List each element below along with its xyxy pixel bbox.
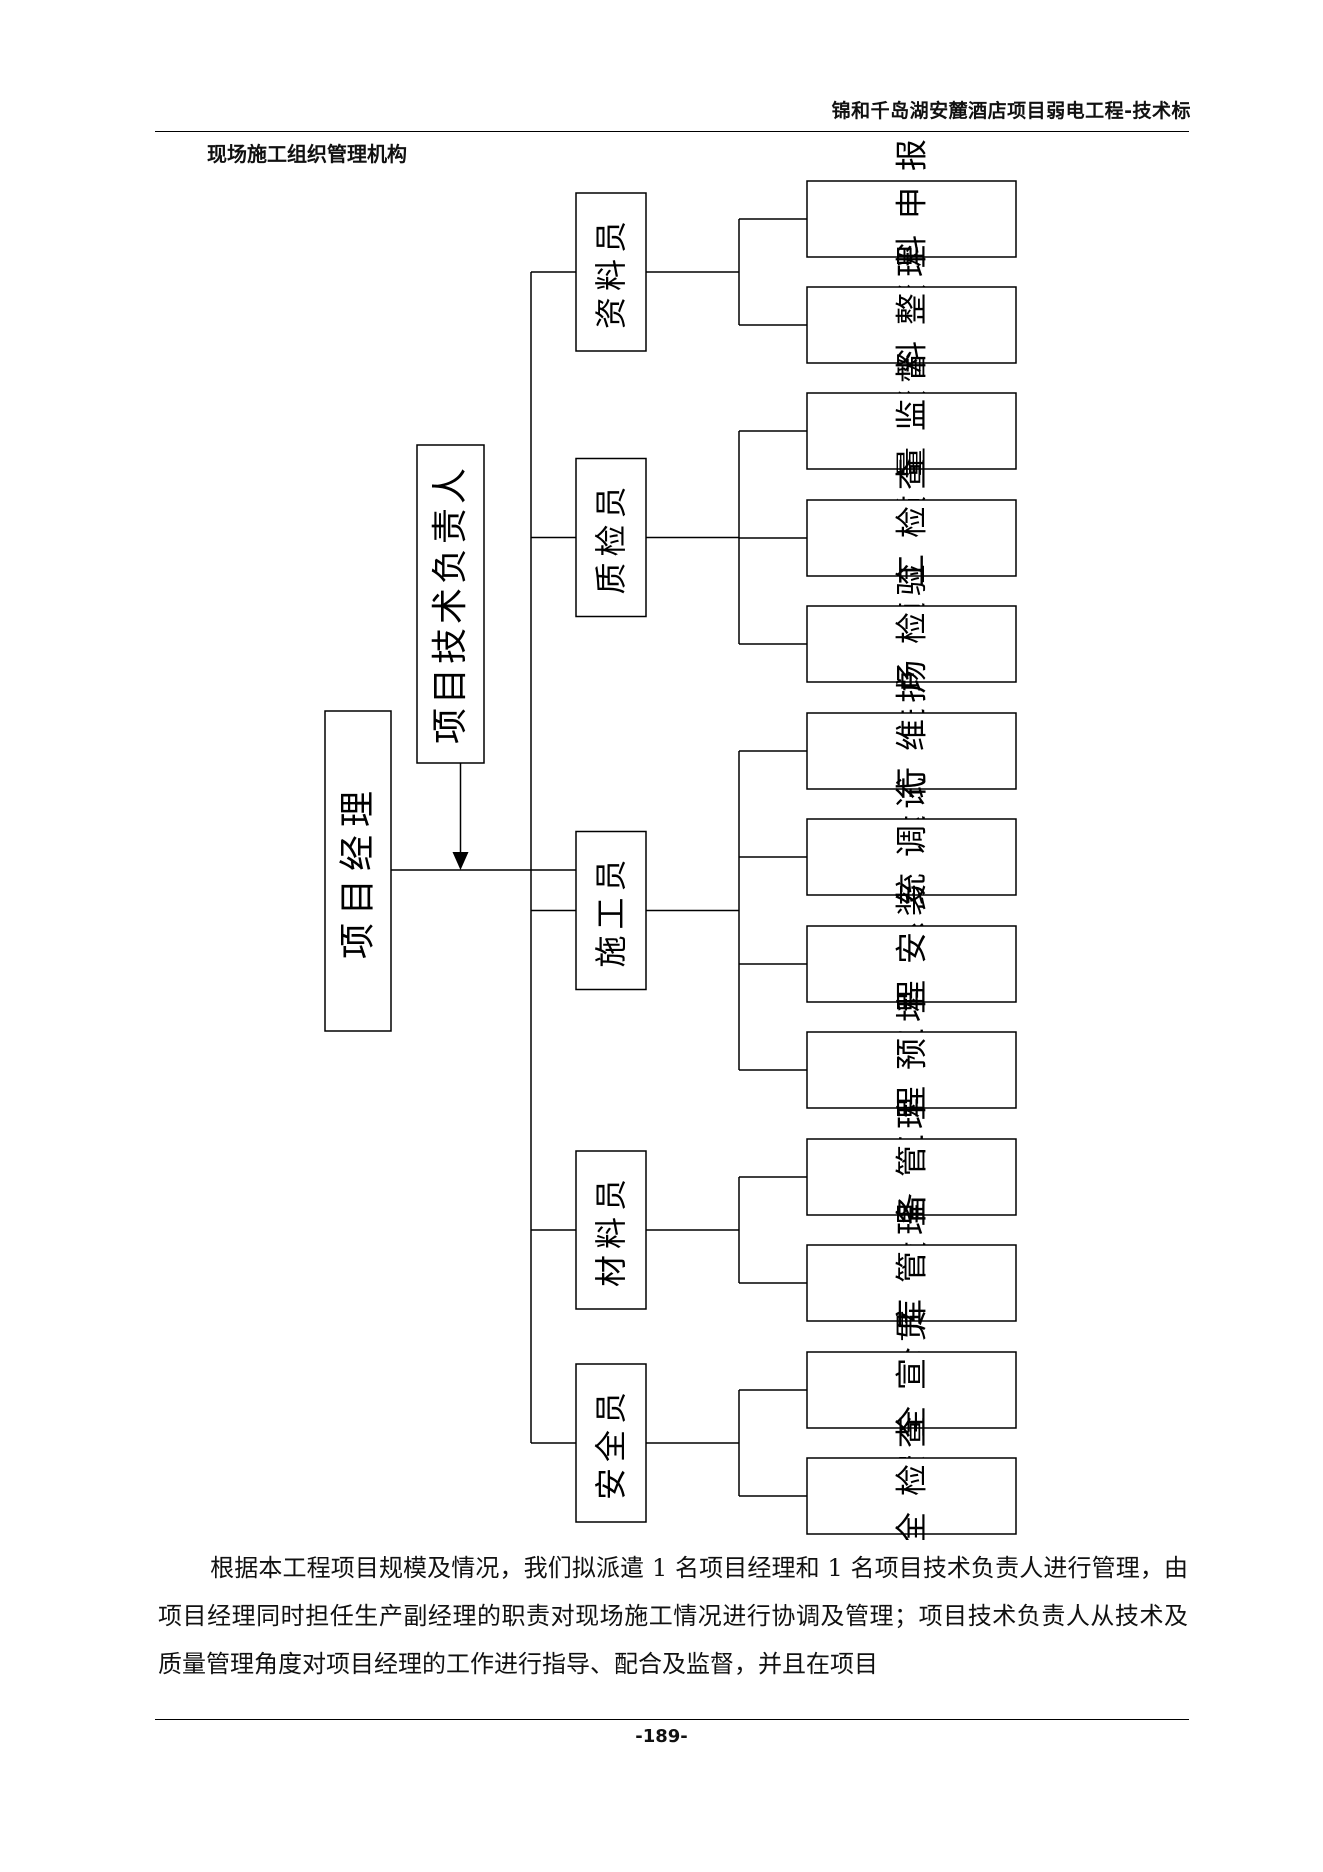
role-box-5: 安全员 bbox=[575, 1363, 647, 1523]
task-box-label: 安全检查 bbox=[893, 1400, 931, 1540]
task-box-frame bbox=[806, 180, 1017, 258]
manager-box: 项目经理 bbox=[324, 710, 392, 1032]
role-box-1: 资料员 bbox=[575, 192, 647, 352]
role-box-5-label: 安全员 bbox=[592, 1386, 630, 1500]
task-box-frame bbox=[806, 1457, 1017, 1535]
page-number: -189- bbox=[635, 1726, 688, 1747]
task-box-label: 工程安装 bbox=[893, 868, 931, 1060]
task-box-frame bbox=[806, 1244, 1017, 1322]
role-box-4-label: 材料员 bbox=[592, 1173, 630, 1287]
role-box-3-label: 施工员 bbox=[592, 853, 630, 967]
task-box-label: 运行维护 bbox=[893, 655, 931, 847]
role-box-4-frame bbox=[575, 1150, 647, 1310]
task-box: 安全宣贯 bbox=[806, 1294, 1017, 1486]
task-box: 安全检查 bbox=[806, 1400, 1017, 1540]
task-box-label: 资料整理 bbox=[893, 229, 931, 421]
task-box-frame bbox=[806, 286, 1017, 364]
tech-lead-box-frame bbox=[416, 444, 485, 764]
task-box-label: 系统调试 bbox=[893, 761, 931, 953]
task-box: 质量监督 bbox=[806, 335, 1017, 527]
role-box-1-frame bbox=[575, 192, 647, 352]
role-box-2-frame bbox=[575, 457, 647, 618]
role-box-2-label: 质检员 bbox=[592, 480, 630, 594]
task-box: 仓库管理 bbox=[806, 1187, 1017, 1379]
tech-lead-arrow bbox=[452, 852, 469, 870]
task-box-frame bbox=[806, 712, 1017, 790]
section-title: 现场施工组织管理机构 bbox=[207, 142, 407, 166]
tech-lead-box: 项目技术负责人 bbox=[416, 444, 485, 764]
task-box: 工程预埋 bbox=[806, 974, 1017, 1166]
task-box-label: 进场检验 bbox=[893, 548, 931, 740]
role-box-3-frame bbox=[575, 830, 647, 991]
footer-divider bbox=[155, 1719, 1189, 1720]
body-paragraph-text: 根据本工程项目规模及情况，我们拟派遣 1 名项目经理和 1 名项目技术负责人进行… bbox=[158, 1554, 1188, 1678]
task-box-frame bbox=[806, 925, 1017, 1003]
task-box: 资料申报 bbox=[806, 123, 1017, 315]
manager-box-label: 项目经理 bbox=[338, 783, 379, 959]
role-box-4: 材料员 bbox=[575, 1150, 647, 1310]
role-box-2: 质检员 bbox=[575, 457, 647, 618]
task-box: 系统调试 bbox=[806, 761, 1017, 953]
role-box-1-label: 资料员 bbox=[592, 215, 630, 329]
task-box: 资料整理 bbox=[806, 229, 1017, 421]
task-box-label: 工程预埋 bbox=[893, 974, 931, 1166]
manager-box-frame bbox=[324, 710, 392, 1032]
task-box-frame bbox=[806, 1138, 1017, 1216]
header-title: 锦和千岛湖安麓酒店项目弱电工程-技术标 bbox=[831, 100, 1191, 122]
task-box-label: 安全宣贯 bbox=[893, 1294, 931, 1486]
task-box-frame bbox=[806, 605, 1017, 683]
tech-lead-box-label: 项目技术负责人 bbox=[430, 464, 471, 744]
task-box-frame bbox=[806, 818, 1017, 896]
task-box-label: 质量监督 bbox=[893, 335, 931, 527]
header-divider bbox=[155, 131, 1189, 132]
task-box: 工程安装 bbox=[806, 868, 1017, 1060]
task-box-frame bbox=[806, 1031, 1017, 1109]
task-box-frame bbox=[806, 392, 1017, 470]
task-box-label: 设备管理 bbox=[893, 1081, 931, 1273]
role-box-5-frame bbox=[575, 1363, 647, 1523]
task-box-label: 随工检查 bbox=[893, 442, 931, 634]
task-box-frame bbox=[806, 499, 1017, 577]
task-box: 随工检查 bbox=[806, 442, 1017, 634]
task-box: 运行维护 bbox=[806, 655, 1017, 847]
task-box-label: 资料申报 bbox=[893, 123, 931, 315]
task-box-label: 仓库管理 bbox=[893, 1187, 931, 1379]
task-box: 设备管理 bbox=[806, 1081, 1017, 1273]
role-box-3: 施工员 bbox=[575, 830, 647, 991]
task-box: 进场检验 bbox=[806, 548, 1017, 740]
body-paragraph: 根据本工程项目规模及情况，我们拟派遣 1 名项目经理和 1 名项目技术负责人进行… bbox=[158, 1544, 1188, 1688]
task-box-frame bbox=[806, 1351, 1017, 1429]
